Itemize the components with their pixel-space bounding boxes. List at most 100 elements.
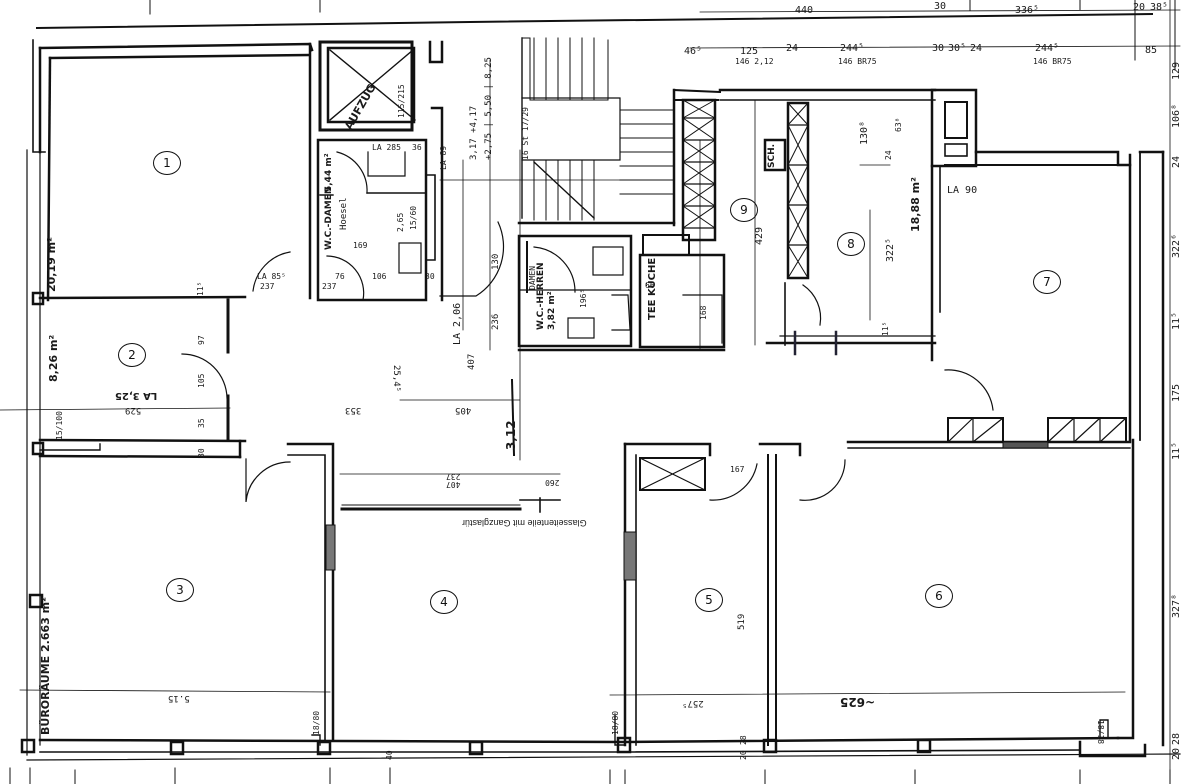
dim-top-30: 30 (934, 1, 947, 12)
dim-top-146-br75a: 146 BR75 (838, 57, 877, 66)
dim-low-18-18: 18/18 (1096, 720, 1105, 745)
wc-herren-area: 3,82 m² (547, 291, 557, 330)
dim-tee-168: 168 (699, 305, 708, 320)
dim-room2-30: 30 (197, 448, 206, 458)
dim-top-24a: 24 (786, 43, 799, 54)
dim-room8-130: 130⁸ (859, 120, 870, 145)
schacht-label: SCH. (767, 143, 777, 168)
dim-top-129: 129 (1171, 61, 1182, 80)
room-2-area: 8,26 m² (47, 334, 60, 382)
room-6-number: 6 (925, 584, 953, 608)
dim-low-20: 20 (739, 750, 748, 760)
dim-low-260: 260 (545, 478, 560, 487)
dim-low-18-80a: 18/80 (312, 710, 321, 735)
dim-wc-36: 36 (412, 143, 422, 152)
stair-level-label: +2,75 | 5,50 | 8,25 (484, 57, 494, 160)
dim-top-20: 20 (1133, 2, 1146, 13)
dim-right-175: 175 (1171, 383, 1182, 402)
dim-top-440: 440 (795, 5, 814, 16)
wc-damen-label: W.C.-DAMEN (324, 186, 334, 250)
room-8-number: 8 (837, 232, 865, 256)
dim-right-322: 322⁶ (1171, 233, 1182, 258)
dim-wc-237: 237 (322, 282, 337, 291)
dim-wc-169: 169 (353, 241, 368, 250)
dim-wc-265: 2,65 (396, 212, 405, 232)
dim-right-28: 28 (1171, 732, 1182, 745)
glass-partition-note: Glasseitenteile mit Ganzglastür (462, 518, 587, 528)
dim-room2-35: 35 (197, 418, 206, 428)
dim-low-515: 5.15 (168, 693, 190, 703)
dim-low-625: ~625 (840, 695, 876, 709)
dim-room8-322: 322⁵ (885, 237, 896, 262)
dim-corr-254: 25,4⁵ (391, 365, 401, 393)
dim-corr-312: 3,12 (504, 420, 518, 450)
dim-corr-236: 236 (491, 313, 501, 330)
dim-room2-105: 105 (197, 373, 206, 388)
dim-door-237: 237 (260, 282, 275, 291)
wc-herren-label: W.C.-HERREN (536, 262, 546, 330)
dim-room9-429: 429 (754, 226, 765, 245)
dim-right-11a: 11⁵ (1171, 311, 1182, 330)
dim-top-30-5: 30⁵ (948, 43, 967, 54)
dim-wc-30: 30 (425, 272, 435, 281)
dim-wc-15-60: 15/60 (409, 205, 418, 230)
dim-right-24: 24 (1171, 155, 1182, 168)
dim-corr-130: 130 (491, 253, 501, 270)
dim-corr-407: 407 (467, 353, 477, 370)
dim-top-30b: 30 (932, 43, 945, 54)
dim-tee-66: 66 (645, 281, 655, 290)
room-1-number: 1 (153, 151, 181, 175)
room-1-area: 20,19 m² (45, 237, 58, 292)
dim-room8-63: 63⁸ (894, 117, 903, 132)
dim-top-244a: 244⁵ (840, 43, 865, 54)
dim-low-18-80b: 18/80 (611, 710, 620, 735)
wc-damen-area: 5,44 m² (324, 153, 334, 192)
dim-top-85: 85 (1145, 45, 1158, 56)
dim-room8-24: 24 (884, 150, 893, 160)
stair-dimension: 3,17 +4,17 (469, 105, 479, 160)
dim-wc-la89: LA 89 (439, 145, 448, 170)
room-2-number: 2 (118, 343, 146, 367)
dim-top-125: 125 (740, 46, 759, 57)
dim-room2-97: 97 (197, 335, 206, 345)
dim-top-38: 38⁵ (1150, 2, 1169, 13)
dim-low-519: 519 (737, 613, 747, 630)
dim-low-407: 407 (446, 480, 461, 489)
dim-right-327: 327⁸ (1171, 593, 1182, 618)
dim-top-24b: 24 (970, 43, 983, 54)
dim-right-11b: 11⁵ (1171, 441, 1182, 460)
dim-low-28: 28 (739, 735, 748, 745)
dim-wch-196: 196⁵ (579, 288, 588, 308)
dim-door-la85: LA 85⁵ (257, 272, 286, 281)
wc-herren-sub: DAMEN (528, 265, 537, 290)
dim-corr-la206: LA 2,06 (452, 302, 463, 345)
room-7-number: 7 (1033, 270, 1061, 294)
dim-low-167: 167 (730, 465, 745, 474)
dim-wc-76: 76 (335, 272, 345, 281)
lift-dimension: 115/215 (397, 84, 406, 118)
dim-room8-11: 11⁵ (881, 321, 890, 336)
room-9-number: 9 (730, 198, 758, 222)
dim-room2-la325: LA 3,25 (115, 390, 158, 401)
dim-low-237: 237 (446, 472, 461, 481)
room-5-number: 5 (695, 588, 723, 612)
dim-low-40: 40 (385, 750, 394, 760)
dim-corr-405: 405 (455, 405, 472, 415)
dim-right-20: 20 (1171, 747, 1182, 760)
room-8-area: 18,88 m² (909, 177, 922, 232)
dim-top-146-212: 146 2,12 (735, 57, 774, 66)
dim-room7-la90: LA 90 (947, 185, 978, 196)
dim-top-244b: 244⁵ (1035, 43, 1060, 54)
dim-corr-353: 353 (345, 405, 362, 415)
dim-wc-la285: LA 285 (372, 143, 401, 152)
dim-room2-15-100: 15/100 (55, 411, 64, 440)
dim-wc-106: 106 (372, 272, 387, 281)
dim-top-146-br75b: 146 BR75 (1033, 57, 1072, 66)
dim-room1-11: 11⁵ (196, 281, 205, 296)
room-3-number: 3 (166, 578, 194, 602)
buero-total-area: BÜRORÄUME 2.663 m² (39, 597, 52, 735)
room-4-number: 4 (430, 590, 458, 614)
stair-steps: 16 St 17/29 (521, 107, 530, 160)
dim-low-257: 257⁵ (682, 698, 704, 708)
